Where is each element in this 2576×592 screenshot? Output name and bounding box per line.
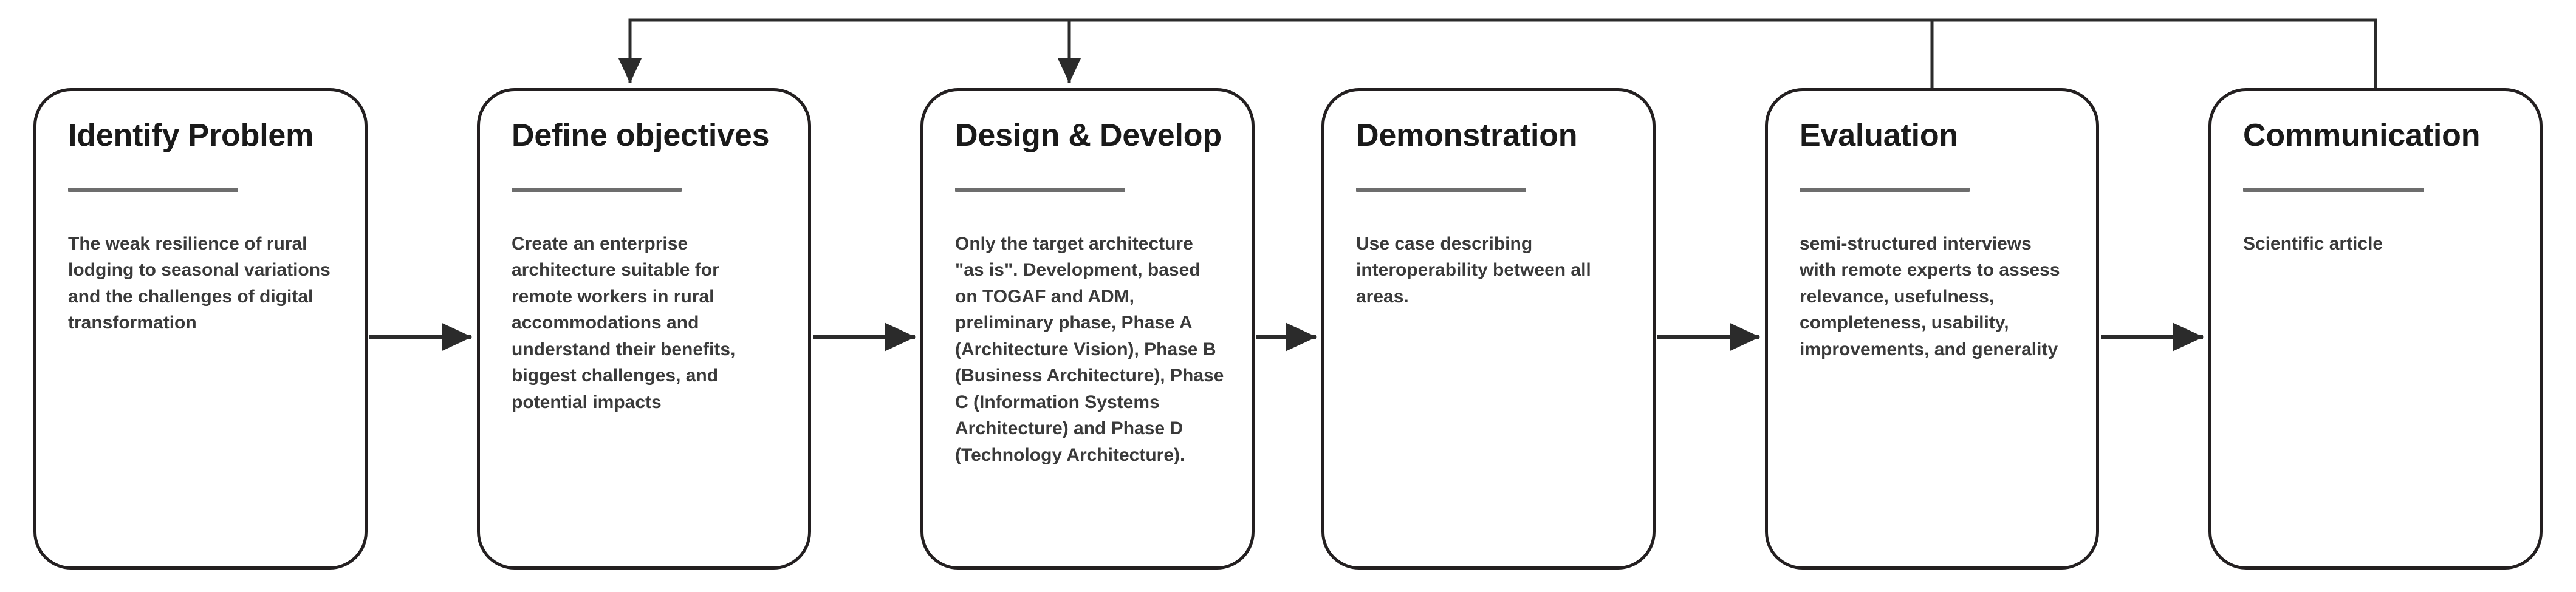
- stage-title: Demonstration: [1356, 118, 1578, 153]
- stage-divider: [2243, 187, 2425, 192]
- stage-divider: [68, 187, 239, 192]
- stage-box-communication[interactable]: Communication Scientific article: [2208, 88, 2543, 570]
- stage-body: The weak resilience of rural lodging to …: [68, 233, 331, 333]
- feedback-communication-to-design: [1057, 18, 2377, 90]
- stage-box-identify-problem[interactable]: Identify Problem The weak resilience of …: [33, 88, 368, 570]
- stage-title: Evaluation: [1800, 118, 1958, 153]
- stage-body: Only the target architecture "as is". De…: [955, 233, 1224, 465]
- stage-divider: [1356, 187, 1527, 192]
- stage-title: Identify Problem: [68, 118, 314, 153]
- stage-divider: [1800, 187, 1970, 192]
- stage-body: Create an enterprise architecture suitab…: [512, 233, 736, 412]
- stage-box-demonstration[interactable]: Demonstration Use case describing intero…: [1321, 88, 1656, 570]
- stage-divider: [512, 187, 682, 192]
- stage-body: semi-structured interviews with remote e…: [1800, 233, 2060, 359]
- stage-title: Define objectives: [512, 118, 770, 153]
- stage-box-evaluation[interactable]: Evaluation semi-structured interviews wi…: [1765, 88, 2099, 570]
- stage-divider: [955, 187, 1126, 192]
- stage-body: Scientific article: [2243, 233, 2383, 254]
- stage-title: Design & Develop: [955, 118, 1222, 153]
- feedback-evaluation-to-define: [618, 18, 1934, 90]
- stage-body: Use case describing interoperability bet…: [1356, 233, 1591, 307]
- stage-box-design-and-develop[interactable]: Design & Develop Only the target archite…: [920, 88, 1255, 570]
- stage-title: Communication: [2243, 118, 2481, 153]
- stage-box-define-objectives[interactable]: Define objectives Create an enterprise a…: [477, 88, 811, 570]
